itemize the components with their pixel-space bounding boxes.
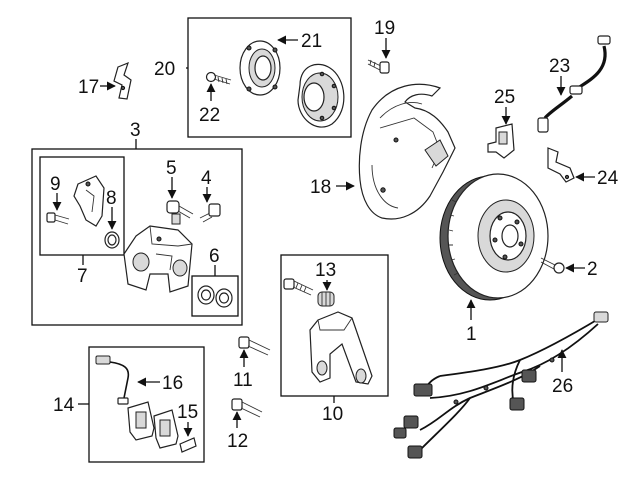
callout-17: 17 — [78, 77, 99, 98]
callout-8: 8 — [106, 188, 117, 209]
callout-21: 21 — [301, 31, 322, 52]
callout-13: 13 — [315, 260, 336, 281]
bolt-part-13-a — [283, 278, 314, 296]
bolt-part-9 — [46, 212, 70, 225]
brake-hose-part — [537, 35, 611, 133]
guide-pin-part-5 — [166, 200, 194, 225]
splash-shield-part — [358, 83, 456, 220]
callout-19: 19 — [374, 18, 395, 39]
caliper-bracket-part — [309, 311, 373, 385]
callout-12: 12 — [227, 431, 248, 452]
callout-18: 18 — [310, 177, 331, 198]
callout-3: 3 — [130, 120, 141, 141]
callout-10: 10 — [322, 404, 343, 425]
hose-bracket-part — [547, 147, 575, 183]
bolt-part-12 — [231, 398, 263, 418]
callout-11: 11 — [233, 370, 253, 391]
callout-4: 4 — [201, 168, 212, 189]
brake-rotor-part — [439, 173, 549, 301]
seal-part-8 — [104, 231, 120, 249]
callout-7: 7 — [77, 266, 88, 287]
bleeder-part-4 — [199, 203, 221, 223]
bolt-part-11 — [238, 336, 271, 356]
callout-16: 16 — [162, 373, 183, 394]
bushing-part-13-b — [317, 291, 335, 307]
wheel-hub-part — [297, 63, 345, 128]
caliper-housing-part — [123, 225, 193, 293]
callout-15: 15 — [177, 402, 198, 423]
callout-26: 26 — [552, 376, 573, 397]
brake-pad-part — [127, 401, 179, 449]
bolt-part-19 — [367, 59, 390, 74]
callout-5: 5 — [166, 158, 177, 179]
callout-14: 14 — [53, 395, 75, 416]
callout-23: 23 — [549, 56, 570, 77]
bracket-part-17 — [113, 61, 132, 100]
callout-1: 1 — [466, 324, 477, 345]
piston-seal-part-6 — [197, 285, 233, 308]
clip-part-15 — [179, 437, 197, 453]
hub-bolt-part — [205, 71, 232, 85]
clip-part-25 — [487, 123, 515, 159]
group-box-7 — [39, 156, 125, 256]
group-box-3 — [31, 148, 243, 326]
callout-9: 9 — [50, 174, 61, 195]
callout-24: 24 — [597, 168, 619, 189]
caliper-carrier-part — [73, 175, 105, 227]
wheel-bearing-part — [239, 40, 281, 96]
callout-2: 2 — [587, 259, 598, 280]
leader-lines — [52, 35, 595, 437]
callout-6: 6 — [209, 246, 220, 267]
callout-25: 25 — [494, 87, 515, 108]
callout-22: 22 — [199, 105, 220, 126]
wear-sensor-part-16 — [95, 355, 130, 405]
callout-20: 20 — [154, 59, 175, 80]
group-box-20 — [187, 17, 352, 138]
rotor-screw-part — [540, 257, 565, 274]
harness-part-26 — [393, 311, 609, 459]
